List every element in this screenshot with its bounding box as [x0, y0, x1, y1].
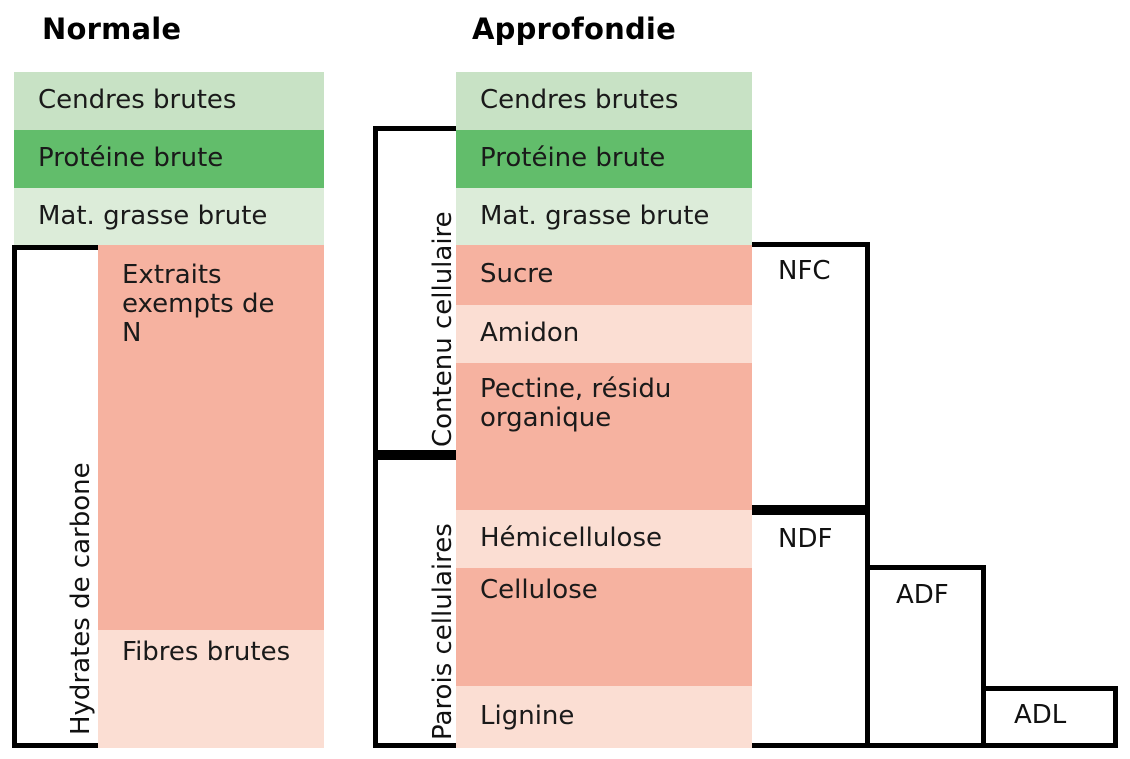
- right-band-mat-grasse-brute: Mat. grasse brute: [456, 188, 752, 245]
- right-band-lignine: Lignine: [456, 686, 752, 748]
- right-band-sucre: Sucre: [456, 245, 752, 305]
- left-band-cendres-brutes: Cendres brutes: [14, 72, 324, 130]
- right-band-label: Sucre: [480, 259, 554, 290]
- left-band-fibres-brutes: Fibres brutes: [98, 630, 324, 748]
- fraction-box-ndf: [752, 510, 870, 748]
- bracket-label-hydrates-de-carbone: Hydrates de carbone: [66, 462, 96, 735]
- left-band-extraits-exempts-de-n: Extraits exempts de N: [98, 245, 324, 630]
- left-band-label: Protéine brute: [38, 143, 224, 174]
- left-band-label: Extraits exempts de N: [122, 260, 275, 349]
- right-band-pectine-residu-organique: Pectine, résidu organique: [456, 363, 752, 510]
- right-band-label: Mat. grasse brute: [480, 200, 710, 231]
- right-band-hemicellulose: Hémicellulose: [456, 510, 752, 568]
- right-band-amidon: Amidon: [456, 305, 752, 363]
- right-band-label: Hémicellulose: [480, 523, 662, 554]
- left-band-label: Mat. grasse brute: [38, 200, 268, 231]
- bracket-hydrates-de-carbone: [12, 245, 98, 748]
- left-band-proteine-brute: Protéine brute: [14, 130, 324, 188]
- right-band-label: Protéine brute: [480, 143, 666, 174]
- fraction-label-ndf: NDF: [778, 524, 833, 554]
- right-band-cendres-brutes: Cendres brutes: [456, 72, 752, 130]
- bracket-label-parois-cellulaires: Parois cellulaires: [428, 523, 458, 740]
- right-band-label: Amidon: [480, 318, 580, 349]
- fraction-label-nfc: NFC: [778, 256, 831, 286]
- fraction-box-adl: [986, 686, 1118, 748]
- bracket-contenu-cellulaire: [373, 126, 456, 455]
- left-band-mat-grasse-brute: Mat. grasse brute: [14, 188, 324, 245]
- right-band-label: Lignine: [480, 701, 575, 732]
- column-title-approfondie: Approfondie: [472, 12, 676, 46]
- column-title-normale: Normale: [42, 12, 182, 46]
- right-band-label: Pectine, résidu organique: [480, 374, 672, 434]
- fraction-label-adf: ADF: [896, 580, 949, 610]
- right-band-label: Cellulose: [480, 575, 598, 605]
- fraction-box-nfc: [752, 242, 870, 510]
- left-band-label: Fibres brutes: [122, 637, 291, 667]
- right-band-proteine-brute: Protéine brute: [456, 130, 752, 188]
- right-band-label: Cendres brutes: [480, 85, 679, 116]
- fraction-label-adl: ADL: [1014, 700, 1067, 730]
- fraction-box-adf: [870, 565, 986, 748]
- right-band-cellulose: Cellulose: [456, 568, 752, 686]
- bracket-label-contenu-cellulaire: Contenu cellulaire: [428, 211, 458, 447]
- left-band-label: Cendres brutes: [38, 85, 237, 116]
- bracket-parois-cellulaires: [373, 455, 456, 748]
